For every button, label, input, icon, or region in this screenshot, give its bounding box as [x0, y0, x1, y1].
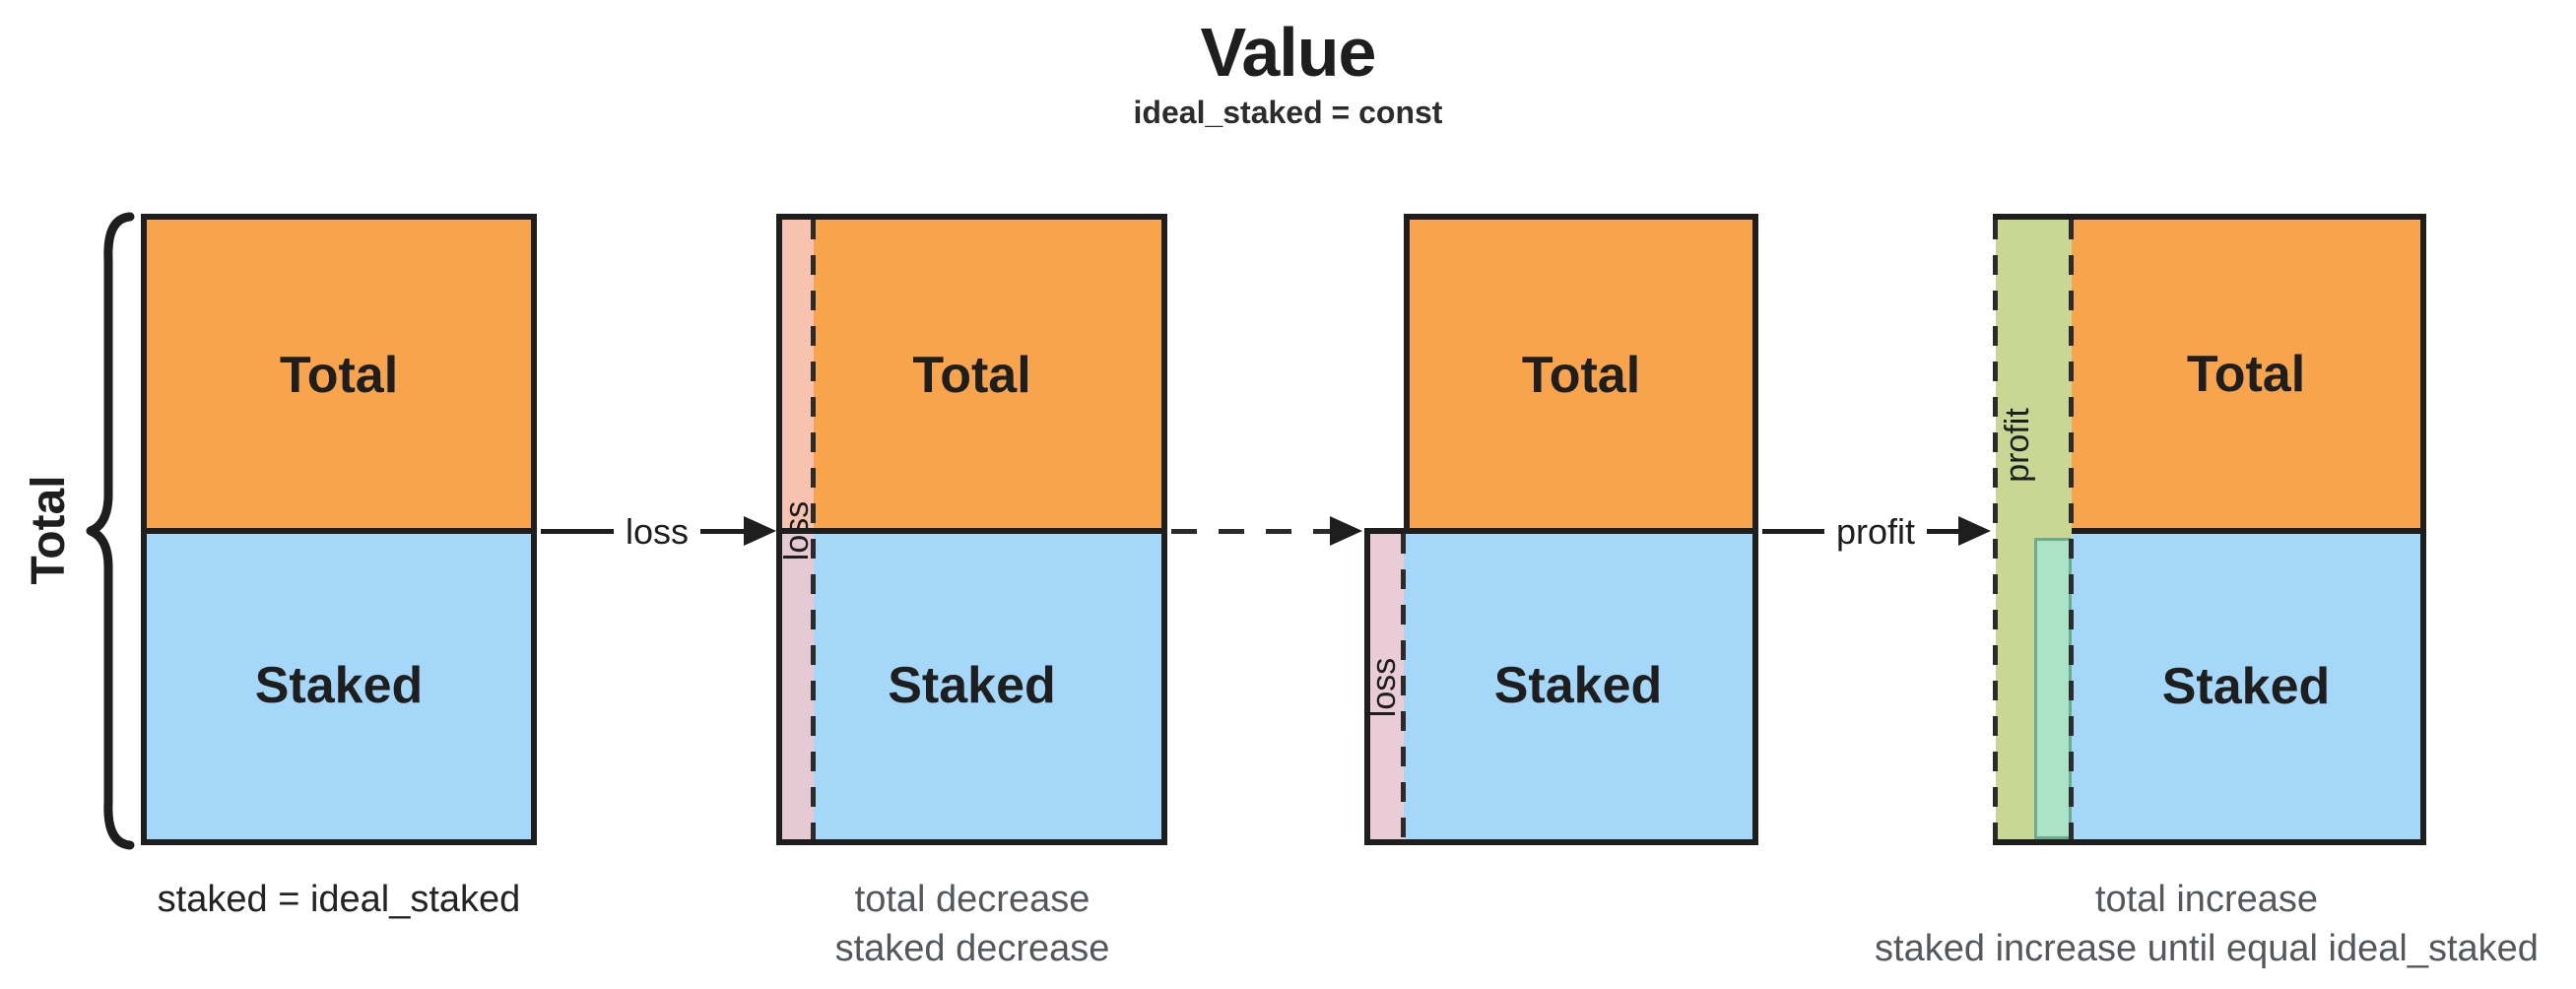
box-initial-total-label: Total [279, 347, 399, 404]
arrow-loss-head-icon [744, 516, 776, 546]
box-loss-pending-staked-region: Staked [776, 531, 1167, 845]
box-loss-applied-total-region: Total [1404, 214, 1758, 531]
ideal-staked-dashed-line [1401, 534, 1406, 845]
box-profit-total-region: Total [2072, 220, 2420, 528]
box-loss-pending-total-region: Total [776, 214, 1167, 531]
box-initial-total-region: Total [141, 214, 537, 531]
box-profit-top-border [1993, 214, 2426, 220]
loss-strip-label: loss [777, 500, 816, 561]
diagram-title: Value [1200, 14, 1377, 91]
box-loss-pending-staked-label: Staked [888, 656, 1056, 714]
arrow-profit-head-icon [1958, 516, 1991, 546]
caption-initial: staked = ideal_staked [157, 879, 521, 920]
caption-loss-pending: total decrease staked decrease [775, 875, 1169, 973]
midline [2072, 528, 2420, 534]
midline [141, 528, 537, 534]
caption-profit-line2: staked increase until equal ideal_staked [1875, 928, 2539, 969]
arrow-transition-head-icon [1330, 516, 1362, 546]
midline [1404, 528, 1758, 534]
arrow-transition-line [1171, 529, 1331, 534]
loss-strip-detached [1364, 528, 1404, 845]
caption-profit-line1: total increase [2094, 879, 2318, 920]
box-profit-staked-label: Staked [2161, 658, 2331, 715]
loss-strip-over-staked [782, 534, 814, 839]
loss-strip-label: loss [1364, 657, 1403, 718]
box-profit-bottom-border [1993, 839, 2426, 845]
caption-loss-pending-line1: total decrease [854, 879, 1090, 920]
ideal-staked-dashed-line [2069, 220, 2074, 839]
box-loss-applied-staked-region: Staked [1404, 531, 1758, 845]
box-loss-applied-staked-label: Staked [1493, 656, 1663, 714]
profit-strip-label: profit [1998, 408, 2036, 483]
box-profit-right-border [2420, 214, 2426, 845]
box-initial-staked-region: Staked [141, 531, 537, 845]
staked-increase-strip [2034, 538, 2072, 839]
arrow-loss-label: loss [613, 511, 701, 553]
ideal-staked-dashed-line [811, 220, 816, 839]
caption-profit: total increase staked increase until equ… [1852, 875, 2561, 973]
loss-strip-over-total [782, 220, 814, 528]
box-loss-applied-total-label: Total [1521, 347, 1641, 404]
caption-loss-pending-line2: staked decrease [834, 928, 1110, 969]
box-initial-staked-label: Staked [254, 656, 424, 714]
box-profit-total-label: Total [2186, 345, 2306, 403]
brace-label: Total [22, 475, 75, 585]
box-loss-pending-total-label: Total [912, 347, 1031, 404]
total-brace-icon [86, 212, 135, 850]
midline [776, 528, 1167, 534]
diagram-subtitle: ideal_staked = const [1133, 95, 1443, 130]
box-profit-staked-region: Staked [2072, 534, 2420, 839]
arrow-profit-label: profit [1823, 511, 1928, 553]
title-block: Value ideal_staked = const [0, 14, 2576, 132]
profit-strip-dashed-edge [1993, 220, 1998, 839]
